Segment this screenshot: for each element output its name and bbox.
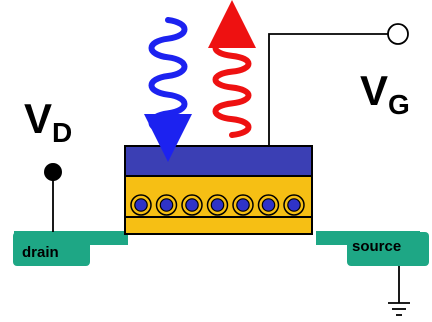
gate-wire [268,33,388,146]
vd-terminal-icon [44,163,62,181]
ground-icon [388,266,410,316]
vg-label: VG [360,67,410,120]
vd-main: V [24,95,52,142]
charge-particle [185,198,199,212]
charge-particle-row [130,194,305,216]
charge-particle [134,198,148,212]
vg-main: V [360,67,388,114]
drain-label: drain [22,244,59,261]
source-label: source [352,238,401,255]
charge-particle [261,198,276,212]
vg-subscript: G [388,89,410,120]
vg-terminal-icon [387,23,409,45]
source-pad [347,232,429,266]
vd-subscript: D [52,117,72,148]
charge-particle [236,198,250,212]
charge-particle [210,198,225,212]
drain-pad [13,232,90,266]
vd-label: VD [24,95,72,148]
charge-particle [287,198,301,212]
outgoing-light-wave [208,0,256,138]
charge-particle [159,198,174,212]
incoming-light-wave [144,17,192,162]
gate-layer [124,145,313,177]
